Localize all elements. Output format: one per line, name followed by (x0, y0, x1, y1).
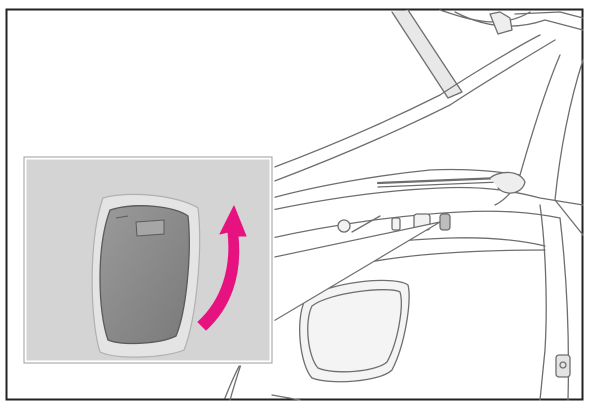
wall-hook-left (338, 220, 350, 232)
magnified-inset (24, 157, 272, 363)
side-cover-small (440, 214, 450, 230)
wall-clip-1 (392, 218, 400, 230)
cover-tab (136, 220, 164, 236)
power-outlet (556, 355, 570, 377)
